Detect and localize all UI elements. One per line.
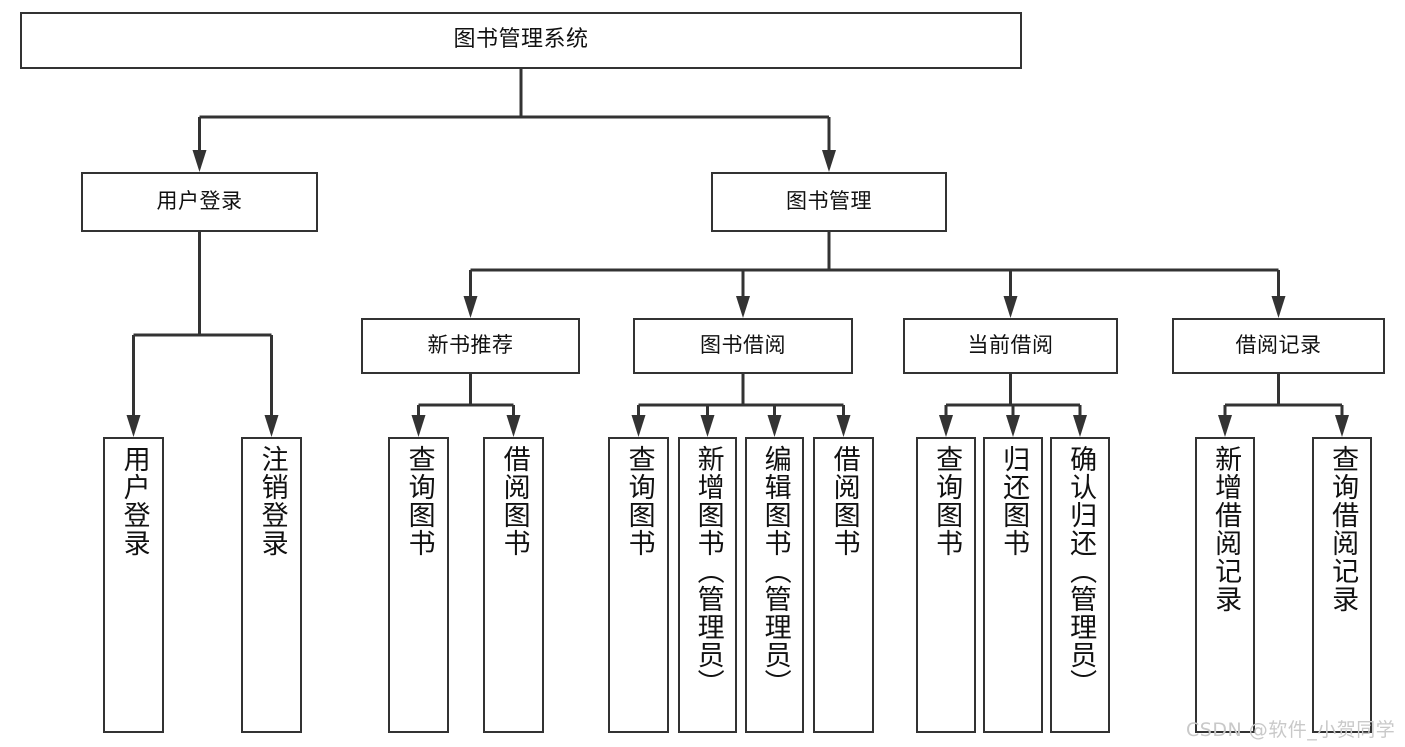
watermark: CSDN @软件_小贺同学 xyxy=(1186,719,1396,741)
node-label: 确认归还（管理员） xyxy=(1065,445,1097,697)
node-bookmgmt[interactable]: 图书管理 xyxy=(711,172,947,232)
node-leaf-cu-confirm[interactable]: 确认归还（管理员） xyxy=(1050,437,1110,733)
node-label: 查询借阅记录 xyxy=(1327,445,1359,613)
node-login[interactable]: 用户登录 xyxy=(81,172,318,232)
arrowhead-leaf-nb-borrow xyxy=(506,415,521,437)
arrowhead-leaf-cu-query xyxy=(939,415,953,437)
node-label: 新增借阅记录 xyxy=(1210,445,1242,613)
node-leaf-bo-borrow[interactable]: 借阅图书 xyxy=(813,437,874,733)
arrowhead-leaf-bo-query xyxy=(631,415,646,437)
arrowhead-leaf-bo-add xyxy=(700,415,715,437)
node-label: 新增图书（管理员） xyxy=(692,445,724,697)
node-borrow[interactable]: 图书借阅 xyxy=(633,318,853,374)
node-label: 用户登录 xyxy=(156,189,243,214)
node-label: 借阅图书 xyxy=(828,445,860,557)
arrowhead-leaf-nb-query xyxy=(411,415,426,437)
arrowhead-leaf-rc-query xyxy=(1335,415,1349,437)
node-label: 归还图书 xyxy=(998,445,1030,557)
arrowhead-record xyxy=(1271,296,1286,318)
node-label: 借阅记录 xyxy=(1235,333,1322,358)
node-label: 当前借阅 xyxy=(967,333,1054,358)
node-label: 查询图书 xyxy=(931,445,963,557)
node-label: 查询图书 xyxy=(403,445,435,557)
arrowhead-leaf-user-logout xyxy=(264,415,279,437)
node-record[interactable]: 借阅记录 xyxy=(1172,318,1385,374)
node-label: 图书借阅 xyxy=(700,333,786,358)
arrowhead-borrow xyxy=(736,296,750,318)
node-label: 编辑图书（管理员） xyxy=(759,445,791,697)
node-newbook[interactable]: 新书推荐 xyxy=(361,318,580,374)
node-current[interactable]: 当前借阅 xyxy=(903,318,1118,374)
node-leaf-rc-add[interactable]: 新增借阅记录 xyxy=(1195,437,1255,733)
node-leaf-bo-add[interactable]: 新增图书（管理员） xyxy=(678,437,737,733)
node-leaf-bo-edit[interactable]: 编辑图书（管理员） xyxy=(745,437,804,733)
arrowhead-leaf-cu-return xyxy=(1006,415,1020,437)
node-leaf-cu-query[interactable]: 查询图书 xyxy=(916,437,976,733)
node-label: 新书推荐 xyxy=(427,333,514,358)
node-leaf-bo-query[interactable]: 查询图书 xyxy=(608,437,669,733)
node-label: 图书管理系统 xyxy=(453,27,589,53)
arrowhead-leaf-rc-add xyxy=(1218,415,1232,437)
node-label: 注销登录 xyxy=(256,445,288,557)
node-leaf-nb-query[interactable]: 查询图书 xyxy=(388,437,449,733)
arrowhead-leaf-bo-edit xyxy=(767,415,782,437)
node-label: 查询图书 xyxy=(623,445,655,557)
arrowhead-leaf-user-login xyxy=(126,415,141,437)
arrowhead-leaf-cu-confirm xyxy=(1073,415,1087,437)
arrowhead-newbook xyxy=(463,296,478,318)
node-root[interactable]: 图书管理系统 xyxy=(20,12,1022,69)
node-label: 图书管理 xyxy=(786,189,872,214)
node-leaf-user-login[interactable]: 用户登录 xyxy=(103,437,164,733)
node-leaf-rc-query[interactable]: 查询借阅记录 xyxy=(1312,437,1372,733)
arrowhead-bookmgmt xyxy=(822,150,836,172)
arrowhead-leaf-bo-borrow xyxy=(836,415,851,437)
node-leaf-user-logout[interactable]: 注销登录 xyxy=(241,437,302,733)
node-leaf-nb-borrow[interactable]: 借阅图书 xyxy=(483,437,544,733)
arrowhead-current xyxy=(1003,296,1018,318)
node-label: 用户登录 xyxy=(118,445,150,557)
arrowhead-login xyxy=(192,150,207,172)
node-label: 借阅图书 xyxy=(498,445,530,557)
node-leaf-cu-return[interactable]: 归还图书 xyxy=(983,437,1043,733)
